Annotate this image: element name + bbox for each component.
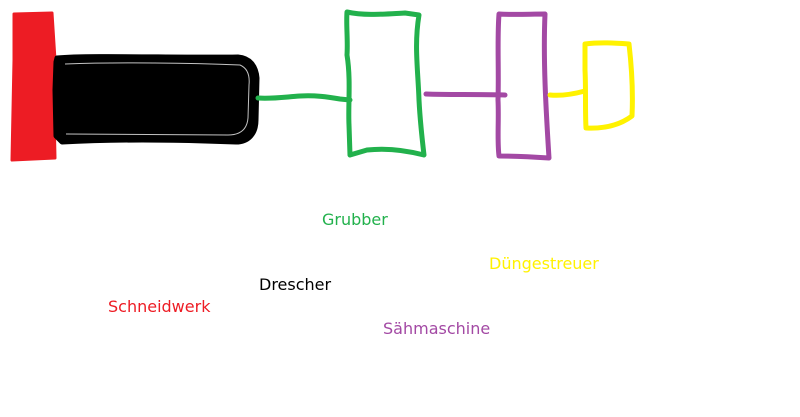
drescher-block — [52, 54, 260, 145]
label-grubber: Grubber — [322, 210, 388, 229]
drescher-highlight — [64, 62, 250, 136]
grubber-block — [344, 9, 427, 158]
schneidwerk-block — [10, 11, 57, 162]
link-grubber-saehmaschine — [423, 91, 508, 98]
link-saehmaschine-duengestreuer — [547, 88, 588, 98]
saehmaschine-block — [495, 11, 552, 161]
link-drescher-grubber — [255, 93, 353, 103]
label-duengestreuer: Düngestreuer — [489, 254, 599, 273]
label-saehmaschine: Sähmaschine — [383, 319, 491, 338]
label-schneidwerk: Schneidwerk — [108, 297, 211, 316]
label-drescher: Drescher — [259, 275, 332, 294]
duengestreuer-block — [582, 40, 635, 131]
